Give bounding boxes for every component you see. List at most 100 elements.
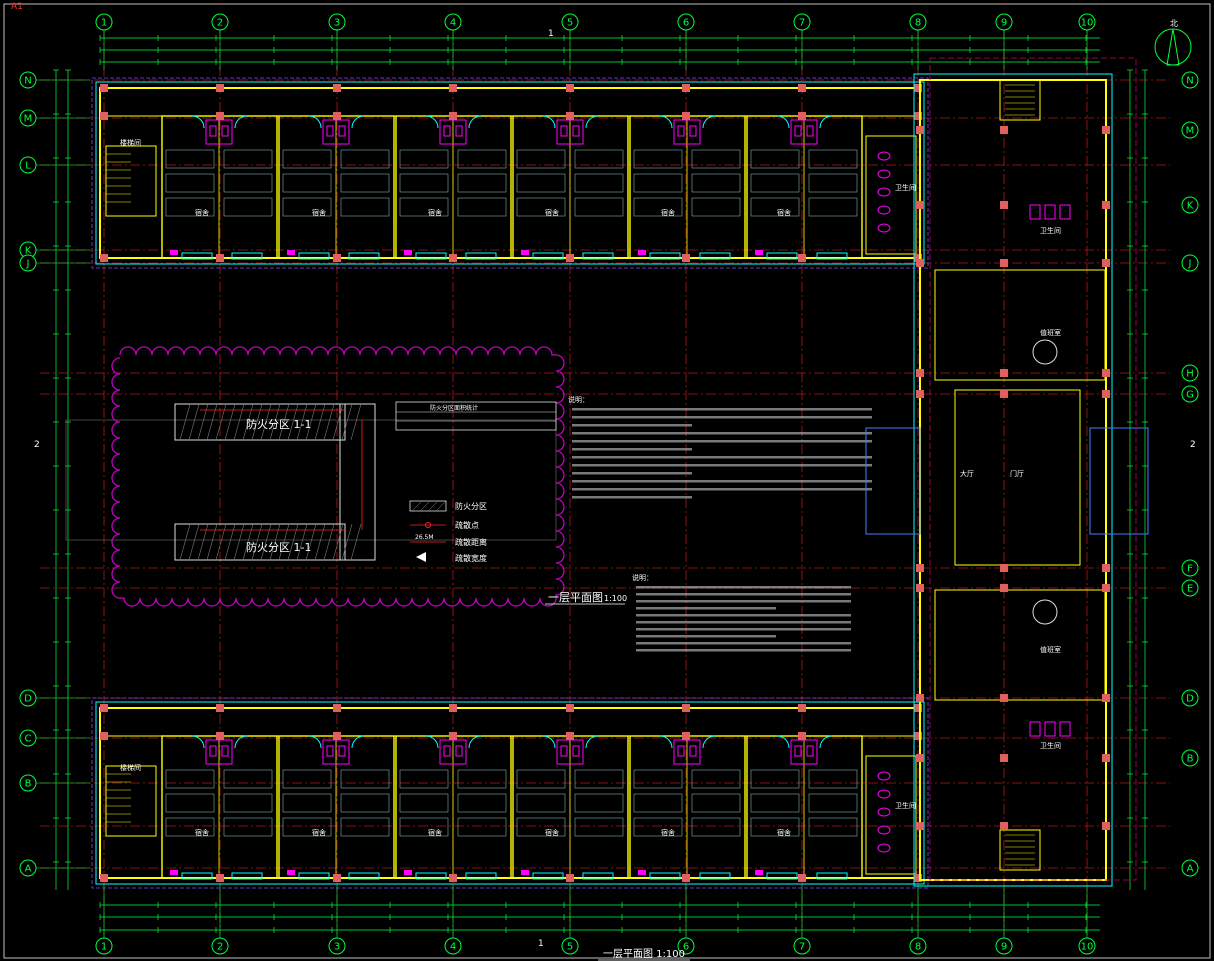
axis-label: G [1186,390,1194,401]
axis-bubble-right-E: E [1181,579,1199,597]
axis-label: J [1188,259,1192,270]
room-label-dorm: 宿舍 [545,828,559,837]
axis-bubble-top-7: 7 [793,13,811,31]
axis-bubble-bottom-8: 8 [909,937,927,955]
axis-bubble-top-2: 2 [211,13,229,31]
axis-label: 4 [450,18,456,29]
axis-bubble-bottom-1: 1 [95,937,113,955]
room-label-dorm: 宿舍 [777,208,791,217]
plan-title-bottom: 一层平面图 1:100 [603,948,685,960]
axis-label: 2 [217,18,223,29]
axis-bubble-left-A: A [19,859,37,877]
axis-label: 2 [217,942,223,953]
side-mark-left: 2 [34,440,40,450]
section-mark-bottom: 1 [538,939,544,949]
axis-label: 1 [101,942,107,953]
plan-title-inset: 一层平面图 [548,591,603,604]
axis-bubble-bottom-4: 4 [444,937,462,955]
room-label-dorm: 宿舍 [428,208,442,217]
legend-item-width: 疏散宽度 [455,553,487,563]
axis-bubble-right-F: F [1181,559,1199,577]
axis-label: A [25,864,32,875]
room-label-dorm: 宿舍 [661,828,675,837]
axis-bubble-top-1: 1 [95,13,113,31]
sheet-corner-tag: A1 [11,2,23,12]
axis-bubble-bottom-3: 3 [328,937,346,955]
building-plan: 宿舍宿舍宿舍宿舍宿舍宿舍宿舍宿舍宿舍宿舍宿舍宿舍门厅大厅值班室值班室卫生间卫生间… [91,57,1149,889]
axis-label: 9 [1001,18,1007,29]
axis-bubble-left-J: J [19,254,37,272]
axis-label: D [24,694,32,705]
axis-label: 5 [567,942,573,953]
axis-bubble-right-K: K [1181,196,1199,214]
axis-bubble-bottom-10: 10 [1078,937,1096,955]
room-label-dorm: 宿舍 [312,828,326,837]
axis-bubble-right-M: M [1181,121,1199,139]
axis-bubble-left-D: D [19,689,37,707]
room-label-duty: 值班室 [1040,645,1061,654]
axis-label: 7 [799,942,805,953]
axis-label: M [24,114,33,125]
axis-bubble-bottom-2: 2 [211,937,229,955]
axis-label: 3 [334,18,340,29]
axis-bubble-right-N: N [1181,71,1199,89]
north-arrow: 北 [1154,19,1192,66]
room-label-dorm: 宿舍 [777,828,791,837]
room-label-stair: 楼梯间 [120,763,141,772]
axis-label: F [1187,564,1193,575]
room-label-bath: 卫生间 [1040,741,1061,750]
side-mark-right: 2 [1190,440,1196,450]
room-label-dorm: 宿舍 [195,828,209,837]
room-label-dorm: 宿舍 [312,208,326,217]
axis-label: 3 [334,942,340,953]
axis-bubble-right-A: A [1181,859,1199,877]
fire-zone-label-top: 防火分区 1-1 [246,417,311,431]
axis-label: 7 [799,18,805,29]
axis-bubble-top-8: 8 [909,13,927,31]
axis-bubble-top-6: 6 [677,13,695,31]
axis-label: H [1186,369,1194,380]
axis-label: B [1187,754,1194,765]
legend-item-distance: 疏散距离 [455,537,487,547]
axis-label: 10 [1081,18,1094,29]
room-label-dorm: 宿舍 [195,208,209,217]
note-heading-2: 说明： [632,573,653,582]
axis-label: A [1187,864,1194,875]
legend-item-point: 疏散点 [455,520,479,530]
axis-label: N [24,76,31,87]
axis-bubble-bottom-5: 5 [561,937,579,955]
axis-label: 8 [915,942,921,953]
axis-bubble-top-5: 5 [561,13,579,31]
axis-bubble-left-L: L [19,156,37,174]
room-label-dorm: 宿舍 [545,208,559,217]
section-mark-top: 1 [548,29,554,39]
axis-bubble-left-M: M [19,109,37,127]
axis-label: L [25,161,31,172]
plan-scale-inset: 1:100 [604,594,627,603]
axis-label: 8 [915,18,921,29]
axis-label: 10 [1081,942,1094,953]
room-label-lobby: 门厅 [1010,469,1024,478]
axis-bubble-right-J: J [1181,254,1199,272]
axis-label: K [1187,201,1194,212]
axis-bubble-left-N: N [19,71,37,89]
north-wing [91,77,929,269]
south-wing [91,697,929,889]
room-label-bath: 卫生间 [1040,226,1061,235]
room-label-dorm: 宿舍 [661,208,675,217]
axis-label: 6 [683,18,689,29]
room-label-bath: 卫生间 [895,801,916,810]
note-heading-1: 说明： [568,395,589,404]
legend-dim: 26.5M [415,534,434,541]
fire-zone-label-bottom: 防火分区 1-1 [246,540,311,554]
axis-label: 5 [567,18,573,29]
axis-bubble-right-H: H [1181,364,1199,382]
axis-label: D [1186,694,1194,705]
axis-bubble-right-B: B [1181,749,1199,767]
axis-bubble-left-B: B [19,774,37,792]
axis-label: K [25,246,32,257]
room-label-bath: 卫生间 [895,183,916,192]
axis-label: N [1186,76,1193,87]
axis-label: 1 [101,18,107,29]
